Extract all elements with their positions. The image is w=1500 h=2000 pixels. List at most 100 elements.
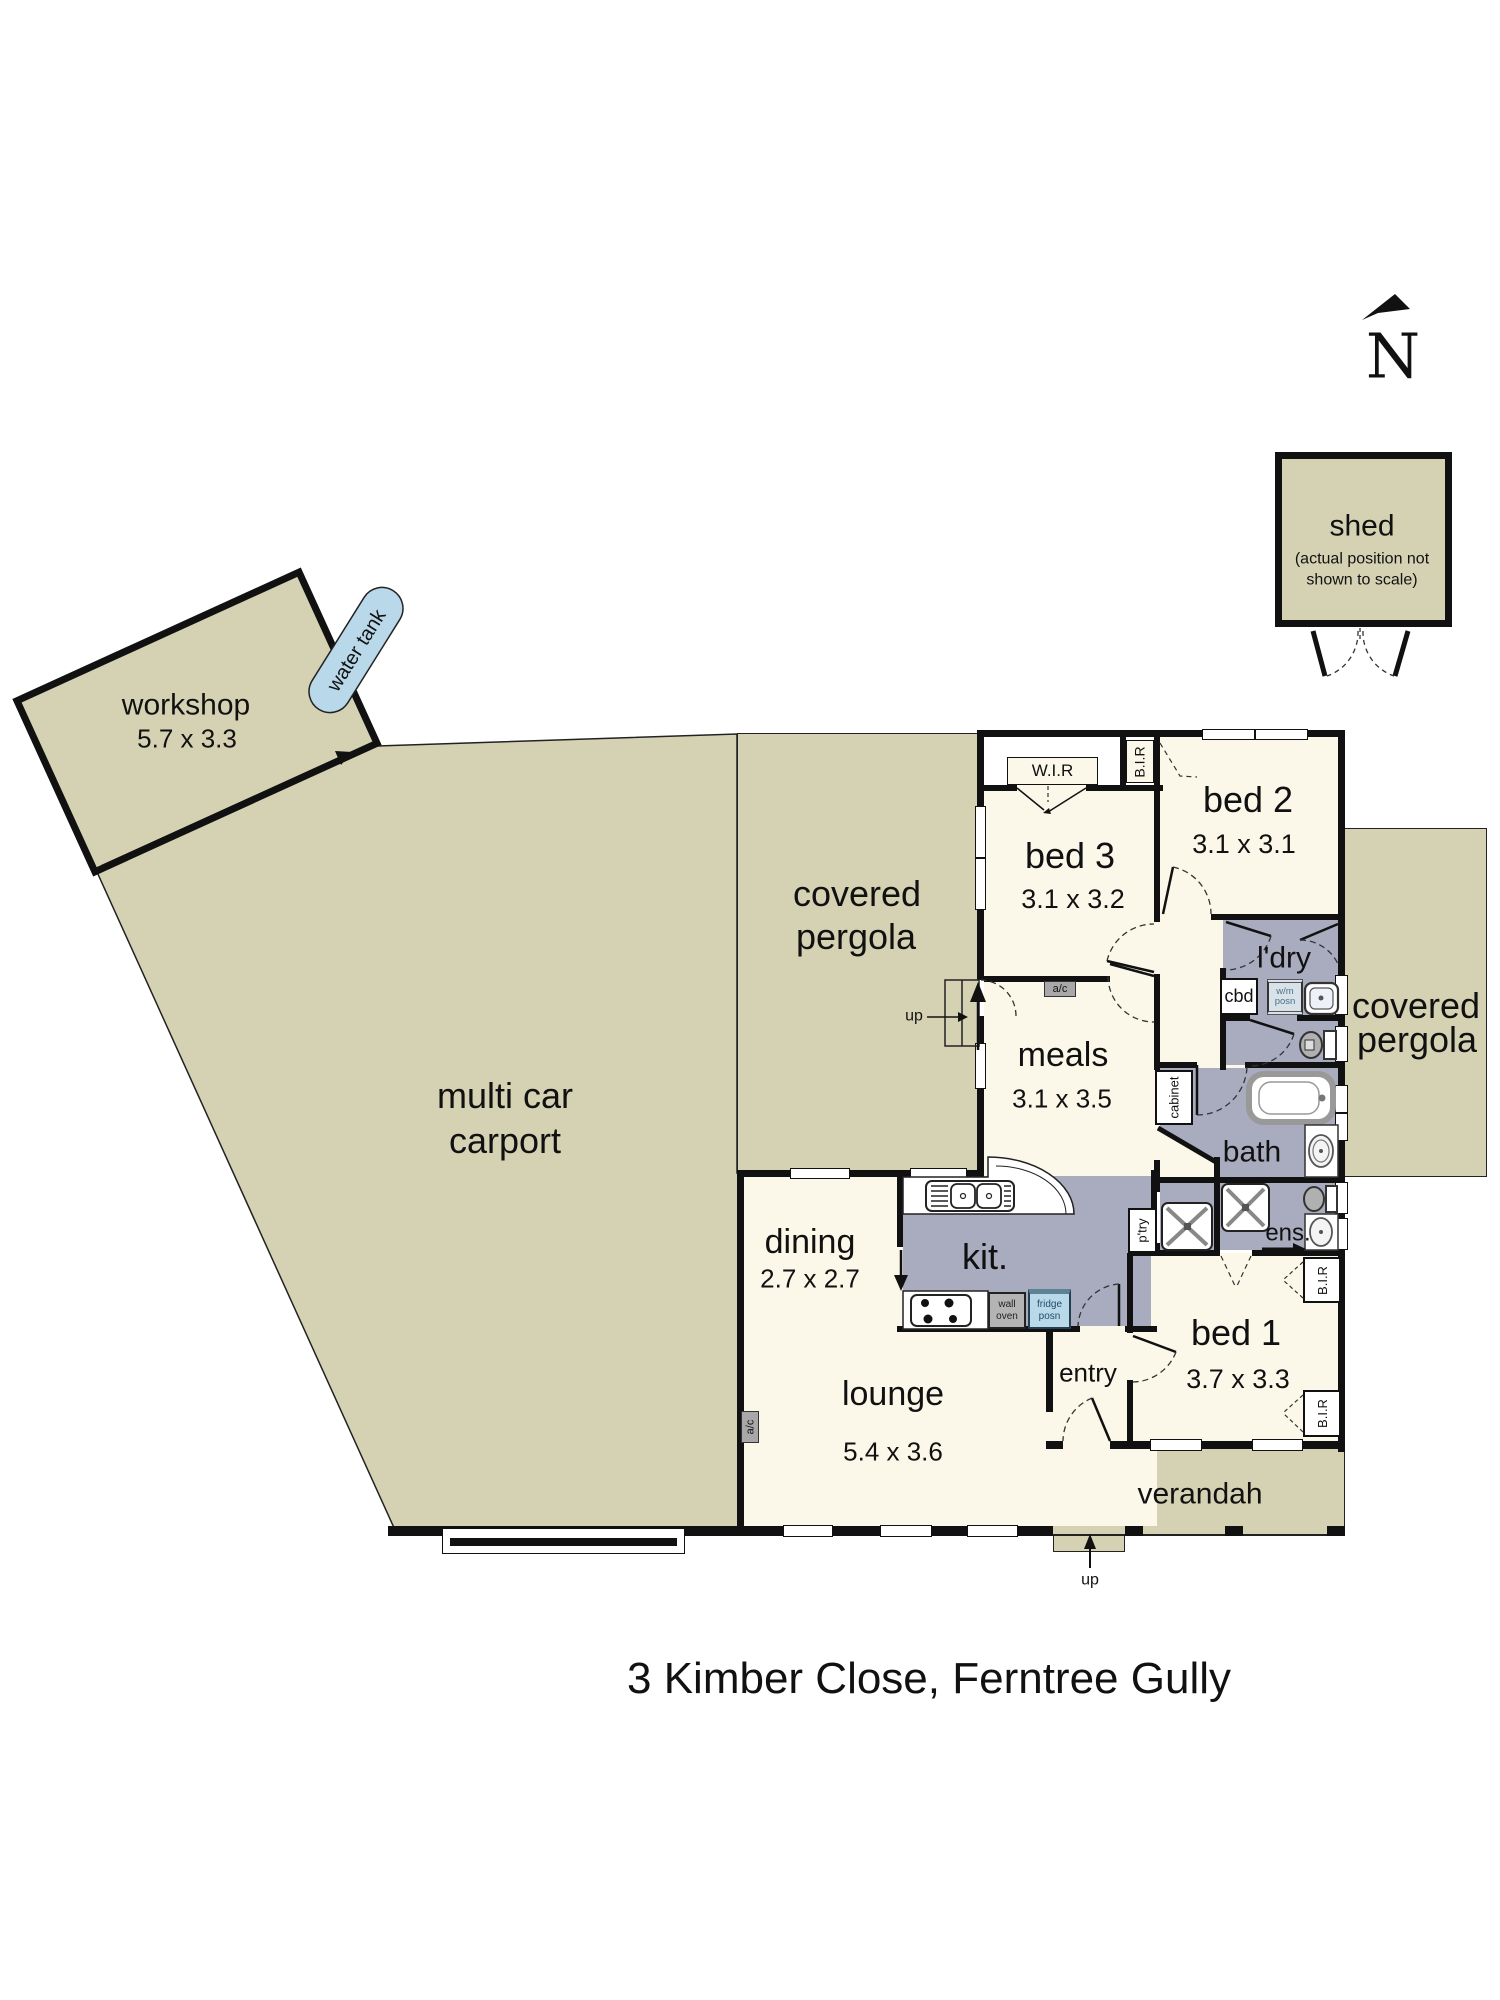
pergola-right-area bbox=[1345, 828, 1487, 1177]
meals-dims: 3.1 x 3.5 bbox=[1012, 1083, 1112, 1114]
window-bath-east-2 bbox=[1335, 1113, 1348, 1141]
shed-door-arc-right bbox=[1362, 630, 1395, 677]
wall-hall-west bbox=[1154, 974, 1160, 1070]
bed1-dims: 3.7 x 3.3 bbox=[1186, 1363, 1290, 1394]
fridge-label-2: posn bbox=[1038, 1310, 1061, 1322]
verandah-step bbox=[1053, 1536, 1125, 1552]
kitchen-floor bbox=[903, 1176, 1151, 1326]
wall-oven: wall oven bbox=[988, 1292, 1026, 1329]
verandah-post-3 bbox=[1327, 1526, 1345, 1536]
washing-machine-position: w/m posn bbox=[1267, 979, 1303, 1015]
verandah-post-1 bbox=[1125, 1526, 1143, 1536]
wall-kitchen-south-right bbox=[1125, 1326, 1157, 1332]
wall-oven-label-2: oven bbox=[996, 1310, 1018, 1322]
wall-bed3-south bbox=[984, 976, 1110, 982]
fridge-position: fridge posn bbox=[1028, 1289, 1071, 1329]
window-laundry-east bbox=[1335, 975, 1348, 1015]
window-bed1-south-1 bbox=[1150, 1439, 1202, 1451]
wall-bed1-west-upper bbox=[1127, 1253, 1133, 1333]
shed-note-1: (actual position not bbox=[1294, 550, 1430, 568]
workshop-area bbox=[12, 567, 382, 877]
workshop-label: workshop bbox=[121, 688, 251, 722]
pergola-right-label-1: covered bbox=[1351, 985, 1481, 1027]
ac-unit-lounge: a/c bbox=[741, 1411, 759, 1443]
carport-gate-bar bbox=[450, 1538, 677, 1546]
window-lounge-south-3 bbox=[967, 1525, 1018, 1537]
wall-west-lower bbox=[977, 1016, 984, 1177]
wir-label: W.I.R bbox=[1031, 761, 1074, 780]
window-bed1-south-2 bbox=[1252, 1439, 1303, 1451]
bir-bed1-top-label: B.I.R bbox=[1314, 1265, 1330, 1295]
wall-dining-north bbox=[737, 1170, 984, 1177]
window-bed2-north-2 bbox=[1255, 729, 1308, 740]
north-arrow-icon bbox=[1362, 294, 1410, 320]
window-bed2-north-1 bbox=[1202, 729, 1255, 740]
window-wc-east bbox=[1335, 1026, 1348, 1062]
wm-label-2: posn bbox=[1274, 996, 1296, 1007]
window-lounge-south-2 bbox=[880, 1525, 932, 1537]
up-pergola-label: up bbox=[905, 1007, 923, 1025]
cbd-label: cbd bbox=[1224, 986, 1254, 1006]
ac-unit-bed3: a/c bbox=[1044, 981, 1076, 997]
bed2-label: bed 2 bbox=[1202, 779, 1294, 821]
window-lounge-south-1 bbox=[783, 1525, 833, 1537]
bir-bed1-bottom-box: B.I.R bbox=[1303, 1390, 1341, 1437]
cbd-box: cbd bbox=[1220, 978, 1258, 1015]
pergola-top-area bbox=[737, 733, 978, 1171]
wall-lounge-west bbox=[737, 1170, 744, 1536]
wall-shower-ens-divider bbox=[1214, 1157, 1220, 1256]
fridge-label-1: fridge bbox=[1036, 1299, 1062, 1310]
cabinet-label: cabinet bbox=[1166, 1076, 1182, 1119]
wall-wir-bottom-right bbox=[1086, 785, 1163, 791]
verandah-post-2 bbox=[1225, 1526, 1243, 1536]
wall-bed1-north-left bbox=[1128, 1250, 1218, 1256]
carport-area bbox=[96, 733, 741, 1533]
wall-shower-west-upper bbox=[1154, 1160, 1160, 1192]
lounge-entry-opening bbox=[1046, 1412, 1053, 1441]
bir-bed1-top-box: B.I.R bbox=[1303, 1257, 1341, 1303]
bir-top-label: B.I.R bbox=[1132, 745, 1148, 778]
wall-shower-west-lower bbox=[1154, 1243, 1160, 1256]
bed2-dims: 3.1 x 3.1 bbox=[1192, 828, 1296, 859]
verandah-label: verandah bbox=[1137, 1477, 1263, 1511]
wall-bed1-north-right bbox=[1252, 1250, 1341, 1256]
pantry-box: p'try bbox=[1128, 1208, 1157, 1253]
ac-lounge-label: a/c bbox=[744, 1419, 756, 1435]
shed-label: shed bbox=[1329, 509, 1395, 543]
workshop-access-arrow-line bbox=[101, 755, 343, 868]
ens-label: ens. bbox=[1265, 1219, 1311, 1247]
bath-label: bath bbox=[1222, 1135, 1282, 1169]
shed-door-arc-left bbox=[1326, 630, 1359, 677]
window-meals-west bbox=[975, 1043, 986, 1089]
kitchen-label: kit. bbox=[961, 1236, 1009, 1278]
wall-bath-north-left bbox=[1154, 1062, 1197, 1068]
dining-label: dining bbox=[764, 1223, 856, 1262]
wall-wir-bottom-left bbox=[980, 785, 1017, 791]
wall-kitchen-east bbox=[1151, 1170, 1157, 1210]
wall-entry-west bbox=[1046, 1326, 1053, 1448]
up-verandah-label: up bbox=[1081, 1571, 1099, 1589]
wall-dining-kitchen-divider bbox=[897, 1170, 903, 1247]
dining-dims: 2.7 x 2.7 bbox=[760, 1263, 860, 1294]
shed-door-leaf-right bbox=[1392, 630, 1411, 677]
ac-bed3-label: a/c bbox=[1052, 983, 1068, 995]
shed-note-2: shown to scale) bbox=[1306, 571, 1418, 589]
entry-label: entry bbox=[1059, 1357, 1117, 1388]
wall-bed2-south bbox=[1211, 914, 1341, 920]
window-dining-north-1 bbox=[790, 1168, 850, 1179]
carport-label-2: carport bbox=[448, 1120, 562, 1162]
wall-laundry-south-right bbox=[1297, 1015, 1341, 1021]
pergola-top-label-1: covered bbox=[792, 873, 922, 915]
window-bed3-west-1 bbox=[975, 806, 986, 858]
bed3-label: bed 3 bbox=[1024, 835, 1116, 877]
wall-bath-north-right bbox=[1245, 1062, 1341, 1068]
wall-wir-bir-divider bbox=[1120, 737, 1126, 785]
wall-bed1-west-lower bbox=[1127, 1380, 1133, 1448]
meals-label: meals bbox=[1017, 1036, 1109, 1075]
wall-laundry-west bbox=[1220, 968, 1226, 1070]
bed1-label: bed 1 bbox=[1190, 1312, 1282, 1354]
page-title: 3 Kimber Close, Ferntree Gully bbox=[627, 1653, 1231, 1703]
workshop-dims: 5.7 x 3.3 bbox=[137, 723, 237, 754]
wall-laundry-south-left bbox=[1226, 1015, 1250, 1021]
lounge-dims: 5.4 x 3.6 bbox=[843, 1436, 943, 1467]
